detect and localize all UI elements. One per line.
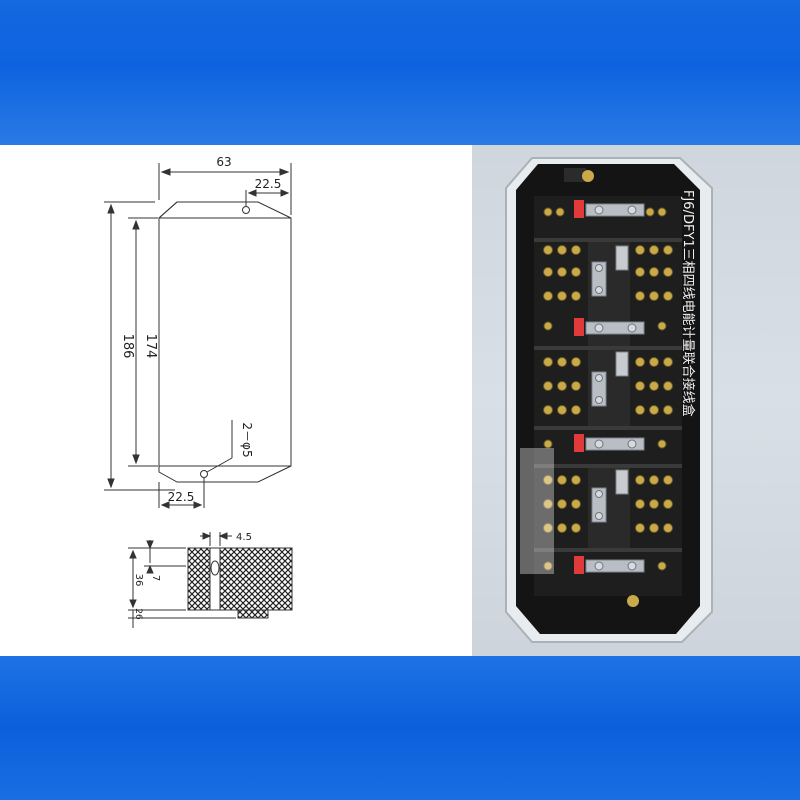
- product-label: FJ6/DFY1三相四线电能计量联合接线盒: [680, 190, 696, 417]
- top-view-drawing: [104, 163, 292, 509]
- top-blue-band: [0, 0, 800, 145]
- terminal-box-photo: FJ6/DFY1三相四线电能计量联合接线盒: [505, 157, 713, 643]
- dim-side-height: 36: [133, 574, 144, 587]
- terminal-screws: [543, 207, 673, 571]
- bottom-blue-band: [0, 656, 800, 800]
- dim-hole-offset-top: 22.5: [255, 177, 282, 191]
- dim-slot-depth: 7: [150, 575, 161, 581]
- dim-base: 26: [133, 608, 143, 620]
- dim-hole-offset-bottom: 22.5: [168, 490, 195, 504]
- drawing-panel: 63 22.5 186 174 2－φ5 22.5: [0, 145, 472, 656]
- red-tabs: [574, 200, 584, 574]
- product-photo: FJ6/DFY1三相四线电能计量联合接线盒: [472, 145, 800, 656]
- technical-drawing: 63 22.5 186 174 2－φ5 22.5: [104, 155, 293, 628]
- hole-callout: 2－φ5: [240, 422, 254, 457]
- dim-overall-height: 186: [120, 334, 135, 359]
- dim-width-63: 63: [216, 155, 231, 169]
- dim-inner-height: 174: [143, 334, 158, 359]
- dim-slot-width: 4.5: [236, 532, 252, 543]
- side-view-drawing: [128, 532, 293, 628]
